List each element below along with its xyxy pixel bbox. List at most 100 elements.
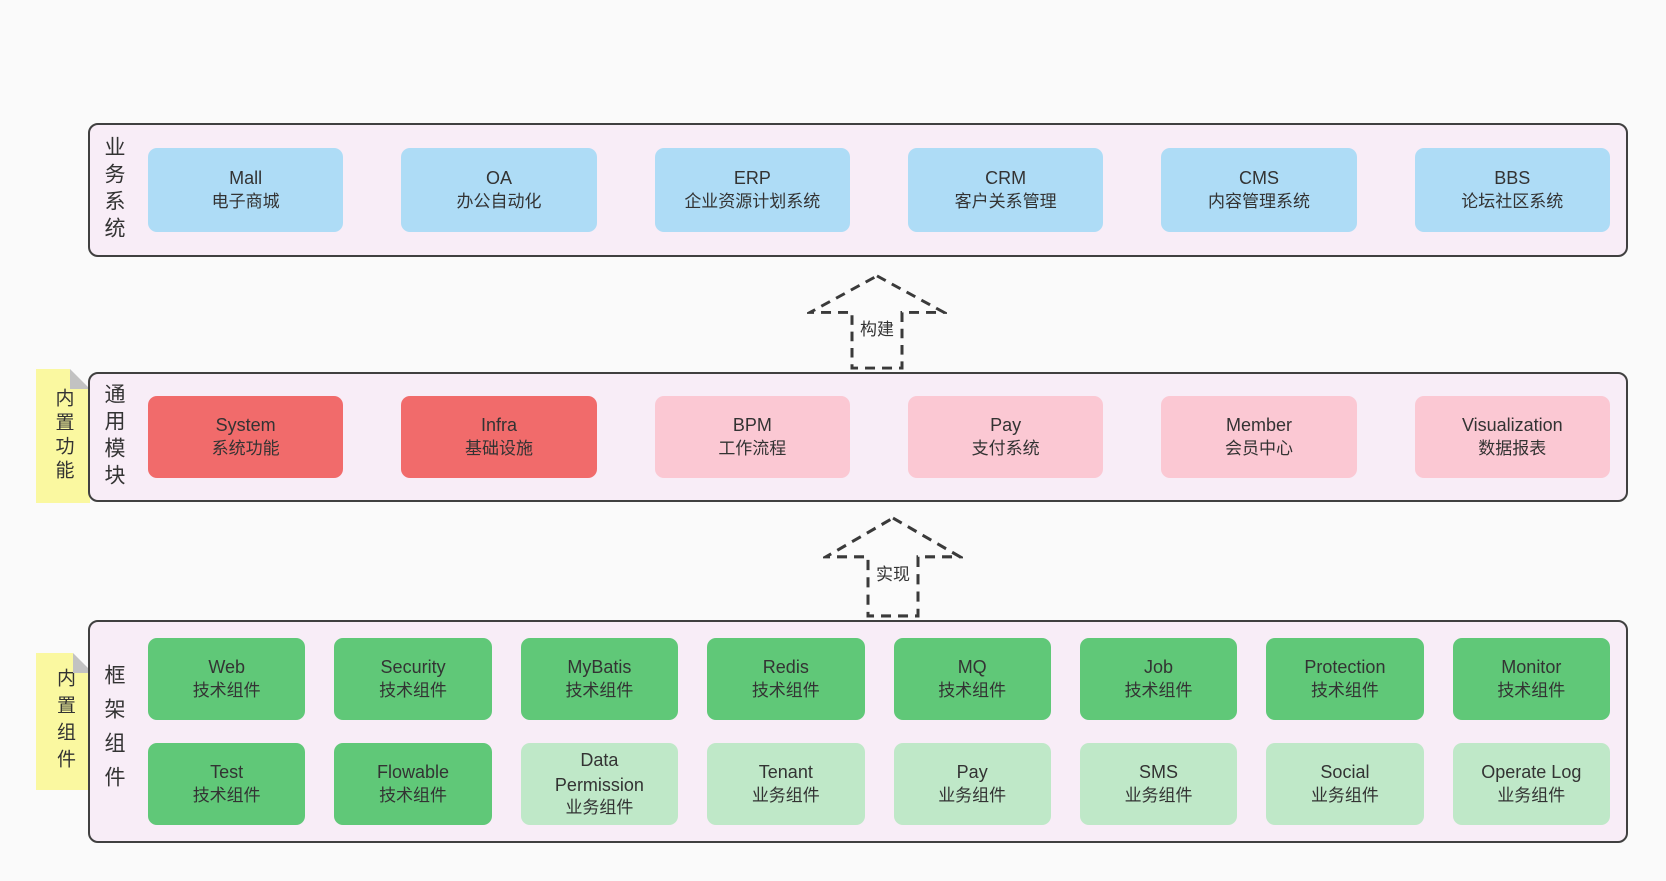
business-box-oa: OA 办公自动化 [401,148,597,232]
framework-box-redis: Redis 技术组件 [707,638,865,720]
box-desc: 业务组件 [1310,785,1379,805]
box-desc: 技术组件 [192,785,261,805]
framework-box-mybatis: MyBatis 技术组件 [520,638,679,720]
module-box-visualization: Visualization 数据报表 [1414,396,1610,478]
common-modules-layer: 通用模块 System 系统功能 Infra 基础设施 BPM 工作流程 Pay… [88,372,1628,502]
box-name: Pay [956,762,988,783]
box-desc: 工作流程 [718,438,787,458]
framework-box-mq: MQ 技术组件 [893,638,1051,720]
implement-arrow: 实现 [823,516,963,618]
business-box-crm: CRM 客户关系管理 [907,148,1104,232]
framework-components-layer: 框架组件 Web 技术组件 Security 技术组件 MyBatis 技术组件… [88,620,1628,843]
layer-label-modules-text: 通用模块 [102,383,125,491]
box-name: Infra [480,415,517,436]
framework-box-flowable: Flowable 技术组件 [334,743,492,825]
box-name: MQ [957,657,987,678]
box-name: ERP [733,168,771,189]
box-name: Security [380,657,446,678]
box-desc: 系统功能 [211,438,280,458]
modules-boxes-row: System 系统功能 Infra 基础设施 BPM 工作流程 Pay 支付系统… [136,374,1626,500]
framework-box-tenant: Tenant 业务组件 [707,743,865,825]
box-desc: 会员中心 [1224,438,1293,458]
framework-box-protection: Protection 技术组件 [1266,638,1424,720]
box-name: Web [208,657,246,678]
framework-box-pay: Pay 业务组件 [893,743,1051,825]
box-desc: 技术组件 [565,680,634,700]
box-desc: 基础设施 [464,438,533,458]
box-desc: 技术组件 [1310,680,1379,700]
box-name: Member [1225,415,1292,436]
layer-label-framework: 框架组件 [90,622,136,841]
framework-box-sms: SMS 业务组件 [1079,743,1238,825]
box-desc: 企业资源计划系统 [684,191,821,211]
box-name: CRM [985,168,1027,189]
box-name: Flowable [377,762,450,783]
framework-row-2: Test 技术组件 Flowable 技术组件 Data Permission … [148,743,1610,825]
box-name: Monitor [1501,657,1562,678]
business-box-cms: CMS 内容管理系统 [1161,148,1357,232]
box-desc: 业务组件 [1497,785,1566,805]
box-name: Operate Log [1481,762,1582,783]
framework-box-test: Test 技术组件 [148,743,306,825]
box-desc: 业务组件 [1124,785,1193,805]
box-name: Tenant [758,762,813,783]
box-name: SMS [1139,762,1179,783]
box-desc: 技术组件 [379,680,448,700]
framework-box-operate-log: Operate Log 业务组件 [1452,743,1610,825]
builtin-functions-tag-text: 内置功能 [52,388,74,484]
box-desc: 业务组件 [751,785,820,805]
module-box-member: Member 会员中心 [1161,396,1357,478]
module-box-system: System 系统功能 [148,396,344,478]
business-box-bbs: BBS 论坛社区系统 [1414,148,1610,232]
module-box-pay: Pay 支付系统 [907,396,1104,478]
box-name: Pay [990,415,1022,436]
framework-box-job: Job 技术组件 [1079,638,1238,720]
box-name: MyBatis [567,657,632,678]
box-desc: 数据报表 [1478,438,1547,458]
box-desc: 技术组件 [379,785,448,805]
layer-label-modules: 通用模块 [90,374,136,500]
builtin-components-tag: 内置组件 [36,653,93,790]
module-box-bpm: BPM 工作流程 [654,396,850,478]
box-desc: 技术组件 [938,680,1007,700]
layer-label-framework-text: 框架组件 [102,663,125,800]
box-desc: 技术组件 [751,680,820,700]
builtin-functions-tag: 内置功能 [36,369,90,503]
box-desc: 办公自动化 [456,191,542,211]
build-arrow: 构建 [807,274,947,370]
box-desc: 业务组件 [938,785,1007,805]
implement-arrow-label: 实现 [874,559,912,585]
box-desc: 技术组件 [1497,680,1566,700]
box-name: System [215,415,276,436]
box-desc: 业务组件 [565,797,634,817]
layer-label-business: 业务系统 [90,125,136,255]
business-boxes-row: Mall 电子商城 OA 办公自动化 ERP 企业资源计划系统 CRM 客户关系… [136,125,1626,255]
box-name: Data Permission [554,750,644,795]
box-name: Job [1144,657,1174,678]
business-box-erp: ERP 企业资源计划系统 [654,148,850,232]
box-name: Social [1320,762,1370,783]
layer-label-business-text: 业务系统 [102,136,125,244]
box-name: Mall [229,168,263,189]
framework-box-monitor: Monitor 技术组件 [1452,638,1610,720]
business-systems-layer: 业务系统 Mall 电子商城 OA 办公自动化 ERP 企业资源计划系统 CRM… [88,123,1628,257]
box-name: Redis [762,657,809,678]
framework-row-1: Web 技术组件 Security 技术组件 MyBatis 技术组件 Redi… [148,638,1610,720]
box-name: Visualization [1461,415,1563,436]
box-desc: 客户关系管理 [954,191,1057,211]
builtin-components-tag-text: 内置组件 [54,667,75,776]
business-box-mall: Mall 电子商城 [148,148,344,232]
box-name: Test [210,762,244,783]
build-arrow-label: 构建 [858,315,896,341]
box-desc: 技术组件 [192,680,261,700]
box-name: OA [485,168,512,189]
box-name: BPM [732,415,772,436]
box-desc: 内容管理系统 [1207,191,1310,211]
box-desc: 支付系统 [971,438,1040,458]
framework-boxes-grid: Web 技术组件 Security 技术组件 MyBatis 技术组件 Redi… [136,622,1626,841]
module-box-infra: Infra 基础设施 [401,396,597,478]
box-name: BBS [1494,168,1531,189]
framework-box-security: Security 技术组件 [334,638,492,720]
box-desc: 论坛社区系统 [1461,191,1564,211]
